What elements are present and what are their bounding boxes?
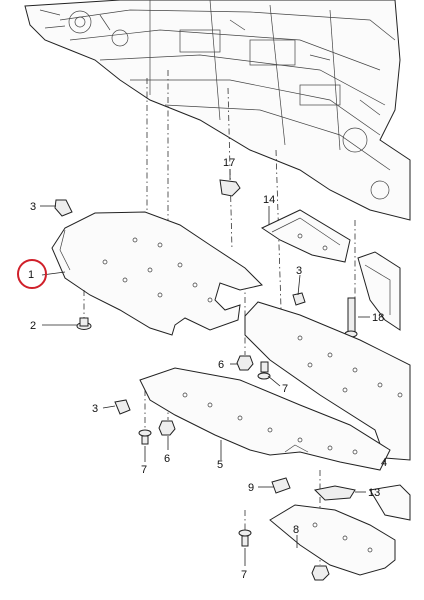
clip-9[interactable] xyxy=(271,477,291,494)
bolt-7-mid[interactable] xyxy=(257,361,271,380)
nut-6-mid[interactable] xyxy=(236,355,254,371)
callout-2[interactable]: 2 xyxy=(30,320,36,332)
callout-7-lower[interactable]: 7 xyxy=(241,569,247,581)
callout-3-top[interactable]: 3 xyxy=(30,201,36,213)
callout-7-mid[interactable]: 7 xyxy=(282,383,288,395)
part-4-side-panel[interactable] xyxy=(244,301,411,461)
callout-6-left[interactable]: 6 xyxy=(164,453,170,465)
bolt-18[interactable] xyxy=(344,297,358,338)
highlight-circle xyxy=(17,259,47,289)
callout-7-left[interactable]: 7 xyxy=(141,464,147,476)
side-bracket xyxy=(357,251,401,331)
bracket-13[interactable] xyxy=(313,485,356,501)
part-8-rear-panel[interactable] xyxy=(269,484,411,576)
clip-3-top[interactable] xyxy=(54,199,73,217)
callout-3-lower[interactable]: 3 xyxy=(92,403,98,415)
vehicle-underbody xyxy=(24,0,411,221)
callout-6-mid[interactable]: 6 xyxy=(218,359,224,371)
callout-1[interactable]: 1 xyxy=(28,269,34,281)
bolt-7-lower[interactable] xyxy=(238,529,252,547)
callout-3-mid[interactable]: 3 xyxy=(296,265,302,277)
leader-lines xyxy=(40,169,386,566)
bolt-7-left[interactable] xyxy=(138,429,152,445)
nut-bottom xyxy=(311,565,330,581)
part-1-front-panel[interactable] xyxy=(51,211,263,336)
callout-9[interactable]: 9 xyxy=(248,482,254,494)
clip-17[interactable] xyxy=(219,179,241,197)
callout-13[interactable]: 13 xyxy=(368,487,380,499)
callout-14[interactable]: 14 xyxy=(263,194,275,206)
callout-8[interactable]: 8 xyxy=(293,524,299,536)
callout-17[interactable]: 17 xyxy=(223,157,235,169)
part-5-center-panel[interactable] xyxy=(139,367,391,471)
callout-4[interactable]: 4 xyxy=(381,457,387,469)
bolt-2[interactable] xyxy=(76,290,92,330)
clip-3-mid[interactable] xyxy=(292,292,306,306)
bracket-14[interactable] xyxy=(260,209,351,263)
callout-5[interactable]: 5 xyxy=(217,459,223,471)
clip-3-lower[interactable] xyxy=(114,399,131,415)
nut-6-left[interactable] xyxy=(158,420,176,436)
callouts: 1 2 3 3 3 4 5 6 6 7 7 7 8 9 13 14 17 18 xyxy=(17,157,387,581)
callout-18[interactable]: 18 xyxy=(372,312,384,324)
